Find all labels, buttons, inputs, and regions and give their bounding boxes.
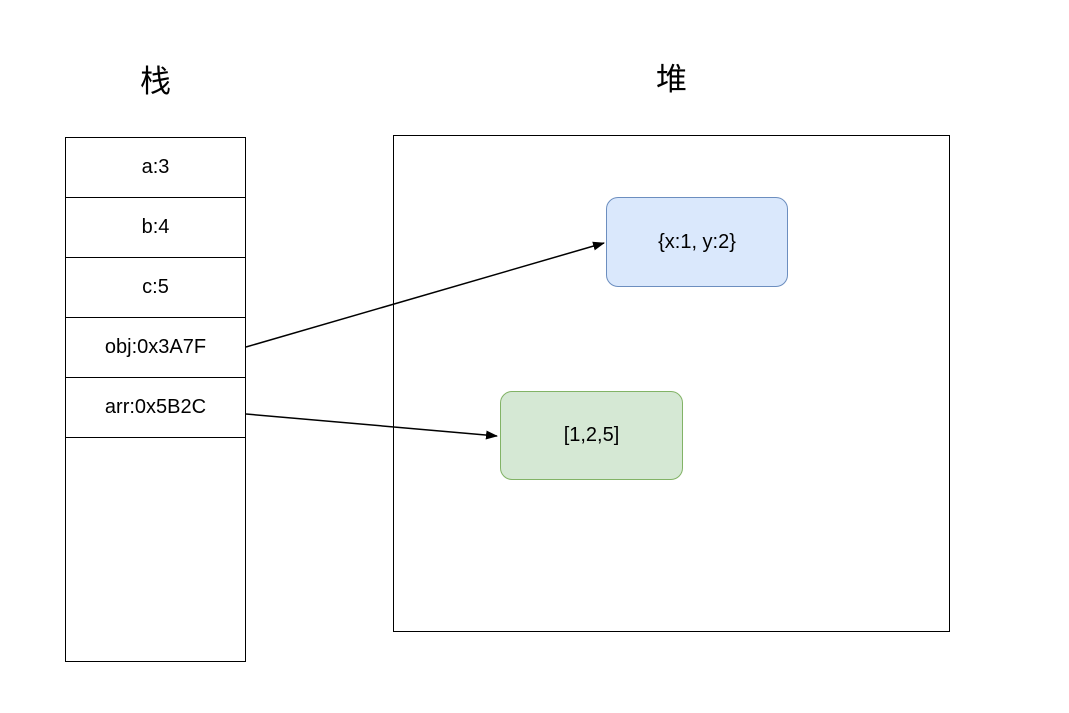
stack-cell-a: a:3 <box>66 138 245 198</box>
stack-cell-c: c:5 <box>66 258 245 318</box>
heap-object-node: {x:1, y:2} <box>606 197 788 287</box>
stack-title: 栈 <box>140 64 171 99</box>
heap-array-node: [1,2,5] <box>500 391 683 480</box>
stack-cell-obj: obj:0x3A7F <box>66 318 245 378</box>
heap-title: 堆 <box>656 62 687 97</box>
stack-box: a:3 b:4 c:5 obj:0x3A7F arr:0x5B2C <box>65 137 246 662</box>
stack-cell-arr: arr:0x5B2C <box>66 378 245 438</box>
stack-cell-b: b:4 <box>66 198 245 258</box>
stack-cell-empty <box>66 438 245 660</box>
